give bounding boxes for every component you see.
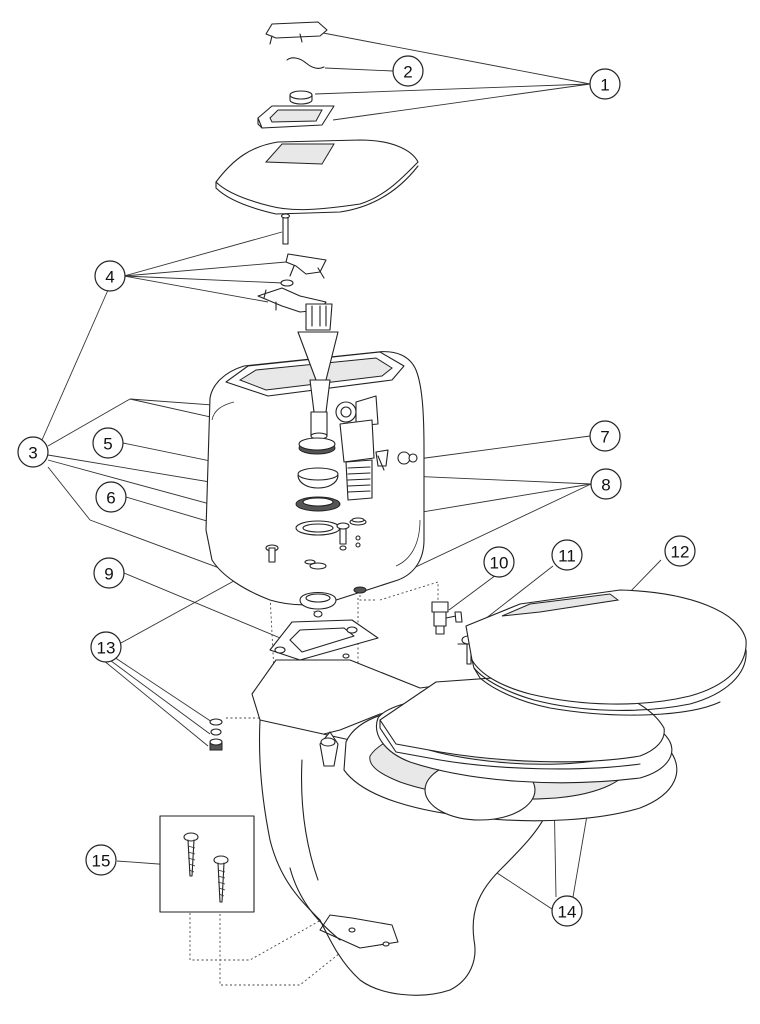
- bolt-washers: [209, 718, 223, 751]
- callout-1[interactable]: 1: [589, 68, 621, 100]
- svg-text:4: 4: [105, 268, 114, 287]
- callout-5[interactable]: 5: [92, 427, 124, 459]
- callout-3[interactable]: 3: [17, 436, 49, 468]
- callout-15[interactable]: 15: [85, 844, 117, 876]
- tank-lid: [215, 139, 419, 215]
- callout-13[interactable]: 13: [90, 631, 122, 663]
- callouts: 1 2 3 4 5 6 7 8 9 10 11 12 13 14 15: [17, 55, 696, 927]
- svg-text:15: 15: [92, 852, 111, 871]
- svg-text:6: 6: [106, 489, 115, 508]
- callout-2[interactable]: 2: [392, 55, 424, 87]
- supply-fitting: [431, 601, 463, 635]
- fill-valve: [335, 395, 418, 501]
- svg-text:11: 11: [558, 547, 576, 566]
- callout-4[interactable]: 4: [94, 260, 126, 292]
- callout-6[interactable]: 6: [95, 481, 127, 513]
- callout-14[interactable]: 14: [551, 895, 583, 927]
- flush-valve-tube: [295, 303, 341, 618]
- trip-lever-parts: [257, 213, 327, 313]
- flush-button-assembly: [257, 21, 335, 129]
- svg-text:10: 10: [490, 554, 509, 573]
- callout-8[interactable]: 8: [590, 468, 622, 500]
- callout-10[interactable]: 10: [483, 546, 515, 578]
- svg-text:5: 5: [103, 435, 112, 454]
- svg-text:7: 7: [600, 428, 609, 447]
- svg-text:9: 9: [104, 565, 113, 584]
- seat-lid-upper: [465, 589, 747, 716]
- callout-7[interactable]: 7: [589, 420, 621, 452]
- mounting-screws: [159, 815, 255, 913]
- svg-text:14: 14: [558, 903, 577, 922]
- svg-text:8: 8: [601, 476, 610, 495]
- svg-text:13: 13: [97, 639, 116, 658]
- svg-text:12: 12: [671, 543, 690, 562]
- callout-11[interactable]: 11: [551, 539, 583, 571]
- svg-text:1: 1: [600, 76, 609, 95]
- callout-9[interactable]: 9: [93, 557, 125, 589]
- svg-text:2: 2: [403, 63, 412, 82]
- tank-bolts: [265, 517, 367, 594]
- callout-12[interactable]: 12: [664, 535, 696, 567]
- svg-text:3: 3: [28, 444, 37, 463]
